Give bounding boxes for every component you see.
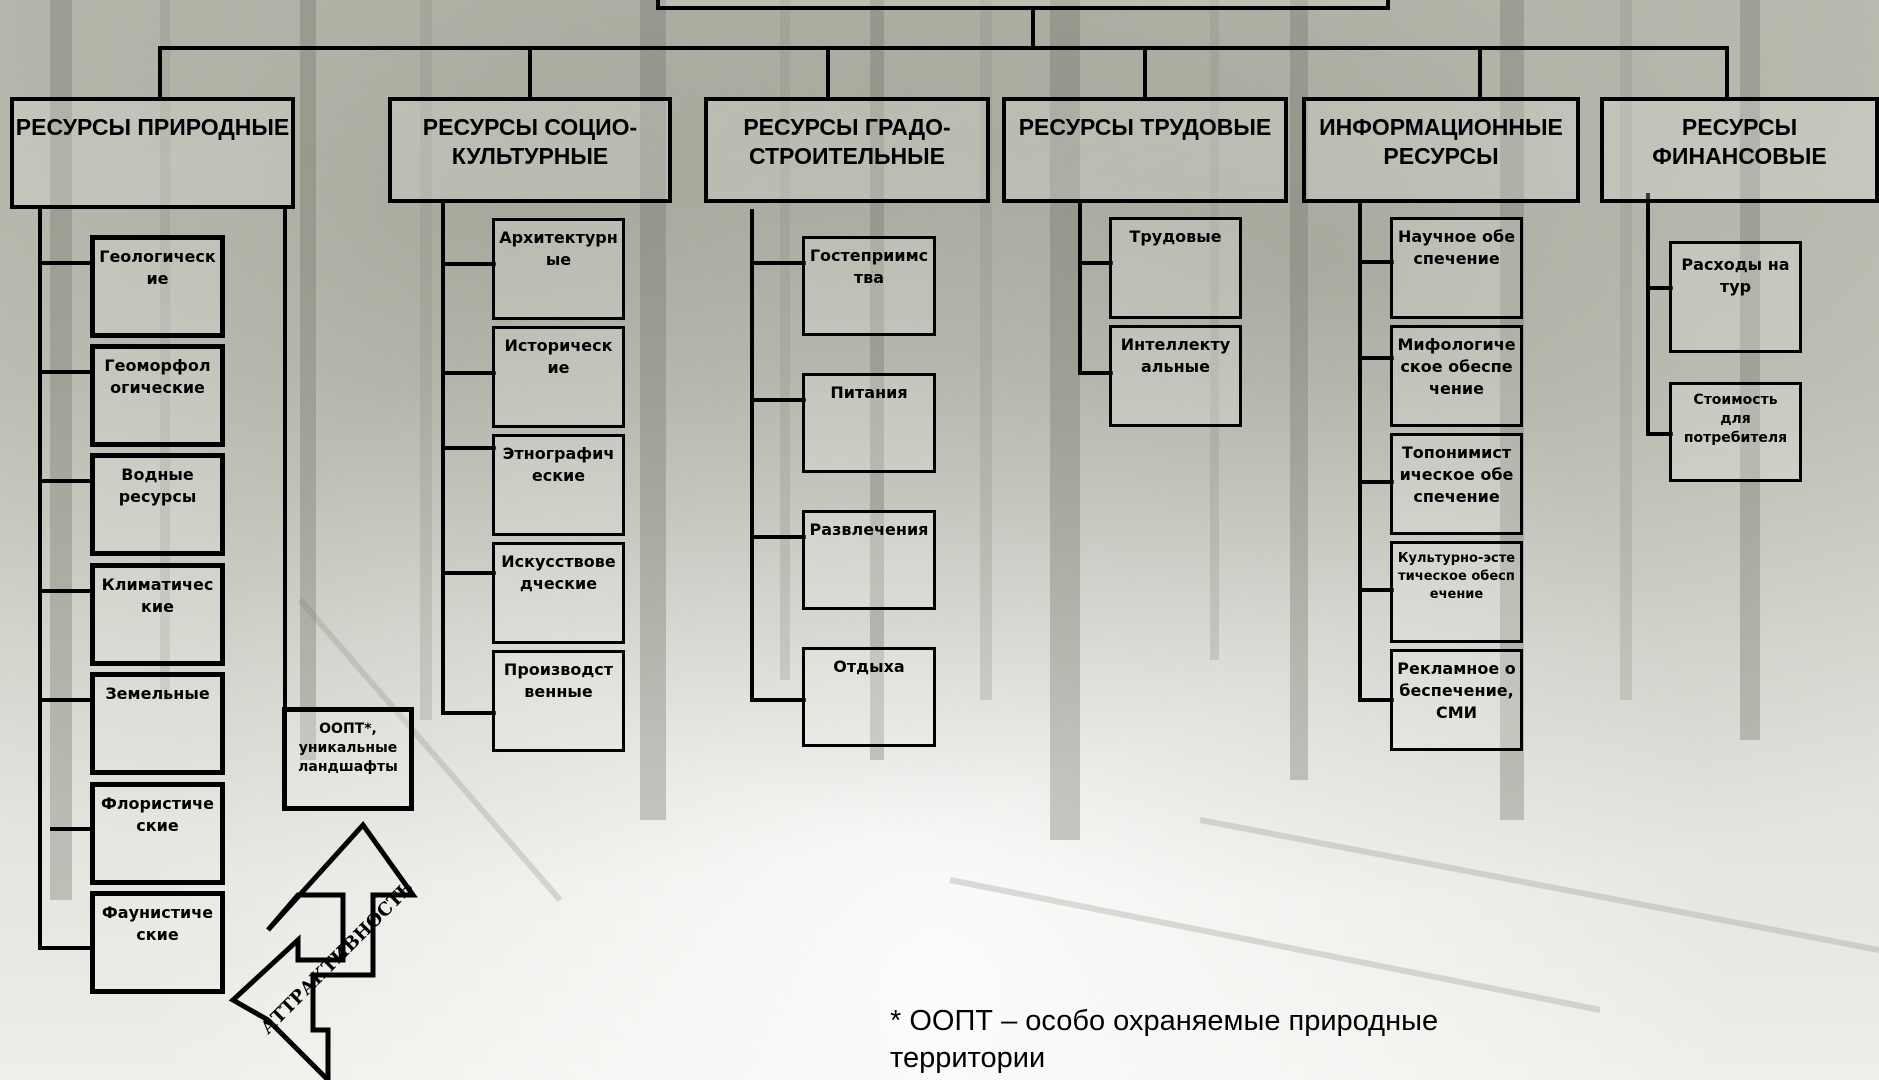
leaf-mythological: Мифологическое обеспечение [1390,325,1523,427]
leaf-hospitality: Гостеприимства [802,236,936,336]
leaf-tour-costs: Расходы на тур [1669,241,1802,353]
category-title: РЕСУРСЫ ПРИРОДНЫЕ [15,114,290,140]
attractiveness-arrows: АТТРАКТИВНОСТЬ [228,821,418,1080]
leaf-toponymic: Топонимистическое обеспечение [1390,433,1523,535]
leaf-cultural-aesthetic: Культурно-эстетическое обеспечение [1390,541,1523,643]
leaf-art-history: Искусствоведческие [492,542,625,644]
leaf-faunistic: Фаунистические [90,891,225,994]
root-box [656,0,1390,10]
category-title: РЕСУРСЫ ГРАДО-СТРОИТЕЛЬНЫЕ [743,114,951,169]
footnote: * ООПТ – особо охраняемые природные терр… [890,1005,1439,1074]
category-header-finance: РЕСУРСЫ ФИНАНСОВЫЕ [1600,97,1879,203]
category-header-sociocultural: РЕСУРСЫ СОЦИО-КУЛЬТУРНЫЕ [388,97,672,203]
leaf-architectural: Архитектурные [492,218,625,320]
leaf-land: Земельные [90,672,225,775]
leaf-leisure: Отдыха [802,647,936,747]
leaf-water: Водные ресурсы [90,453,225,556]
leaf-labor: Трудовые [1109,217,1242,319]
leaf-ethnographic: Этнографические [492,434,625,536]
leaf-historical: Исторические [492,326,625,428]
category-title: РЕСУРСЫ ТРУДОВЫЕ [1018,114,1272,140]
category-title: РЕСУРСЫ ФИНАНСОВЫЕ [1652,114,1827,169]
leaf-industrial: Производственные [492,650,625,752]
leaf-entertainment: Развлечения [802,510,936,610]
category-title: ИНФОРМАЦИОННЫЕ РЕСУРСЫ [1319,114,1563,169]
category-header-labor: РЕСУРСЫ ТРУДОВЫЕ [1002,97,1288,203]
leaf-scientific: Научное обеспечение [1390,217,1523,319]
oopt-box: ООПТ*, уникальные ландшафты [282,707,414,811]
category-title: РЕСУРСЫ СОЦИО-КУЛЬТУРНЫЕ [422,114,638,169]
category-header-natural: РЕСУРСЫ ПРИРОДНЫЕ [10,97,295,209]
category-header-info: ИНФОРМАЦИОННЫЕ РЕСУРСЫ [1302,97,1580,203]
leaf-food: Питания [802,373,936,473]
leaf-consumer-cost: Стоимость для потребителя [1669,382,1802,482]
leaf-advertising: Рекламное обеспечение, СМИ [1390,649,1523,751]
leaf-geological: Геологические [90,235,225,338]
leaf-floristic: Флористические [90,782,225,885]
category-header-urban: РЕСУРСЫ ГРАДО-СТРОИТЕЛЬНЫЕ [704,97,990,203]
leaf-climatic: Климатические [90,563,225,666]
leaf-intellectual: Интеллектуальные [1109,325,1242,427]
leaf-geomorphological: Геоморфологические [90,344,225,447]
